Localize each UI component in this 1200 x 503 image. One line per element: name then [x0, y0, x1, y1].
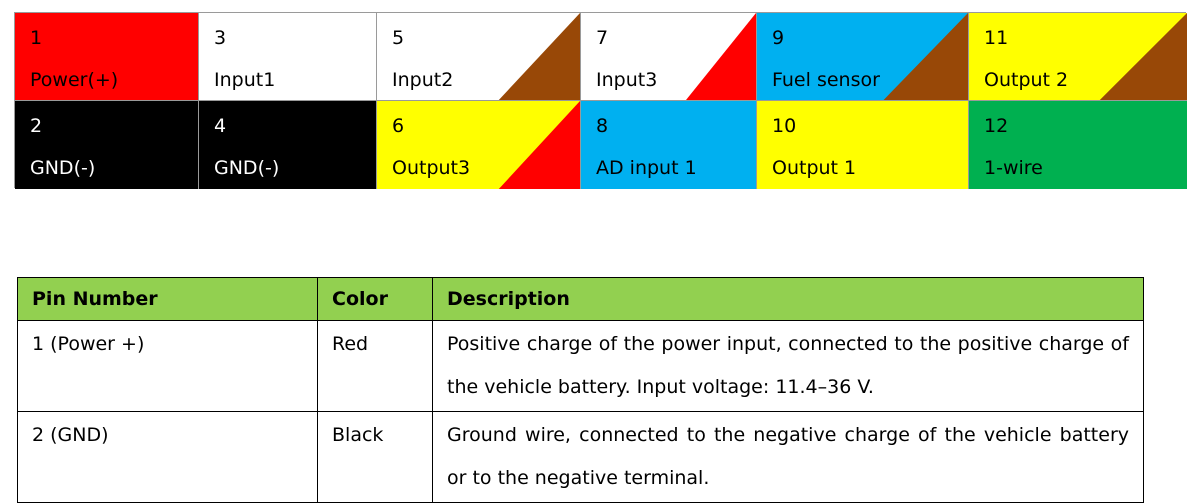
pin-label: Output3	[392, 157, 471, 179]
pin-number: 12	[984, 115, 1009, 137]
row-pin: 2 (GND)	[17, 411, 318, 503]
pin-description-table: Pin Number Color Description 1 (Power +)…	[17, 277, 1144, 503]
pin-label: Input2	[392, 69, 454, 91]
pin-number: 2	[30, 115, 43, 137]
pin-number: 4	[214, 115, 227, 137]
pin-number: 7	[596, 27, 609, 49]
pin-label: Input3	[596, 69, 658, 91]
pin-label: Power(+)	[30, 69, 119, 91]
pin-number: 6	[392, 115, 405, 137]
pin-number: 10	[772, 115, 797, 137]
pin-label: 1-wire	[984, 157, 1043, 179]
pin-label: Fuel sensor	[772, 69, 880, 91]
row-description: Positive charge of the power input, conn…	[432, 320, 1144, 412]
table-row: 1 (Power +) Red Positive charge of the p…	[17, 320, 1144, 412]
header-description: Description	[432, 277, 1144, 321]
header-color: Color	[317, 277, 433, 321]
table-header-row: Pin Number Color Description	[17, 277, 1144, 321]
pin-number: 11	[984, 27, 1009, 49]
pin-number: 9	[772, 27, 785, 49]
pin-number: 5	[392, 27, 405, 49]
pin-label: GND(-)	[214, 157, 280, 179]
pin-label: Output 1	[772, 157, 857, 179]
pin-cell: 12 1-wire	[969, 101, 1187, 189]
pin-label: Output 2	[984, 69, 1069, 91]
row-pin: 1 (Power +)	[17, 320, 318, 412]
pin-label: GND(-)	[30, 157, 96, 179]
table-row: 2 (GND) Black Ground wire, connected to …	[17, 411, 1144, 503]
pin-number: 3	[214, 27, 227, 49]
pin-label: AD input 1	[596, 157, 697, 179]
row-color: Black	[317, 411, 433, 503]
row-description: Ground wire, connected to the negative c…	[432, 411, 1144, 503]
pin-cell: 8 AD input 1	[581, 101, 757, 189]
pin-label: Input1	[214, 69, 276, 91]
pin-number: 1	[30, 27, 43, 49]
row-color: Red	[317, 320, 433, 412]
header-pin-number: Pin Number	[17, 277, 318, 321]
pin-number: 8	[596, 115, 609, 137]
